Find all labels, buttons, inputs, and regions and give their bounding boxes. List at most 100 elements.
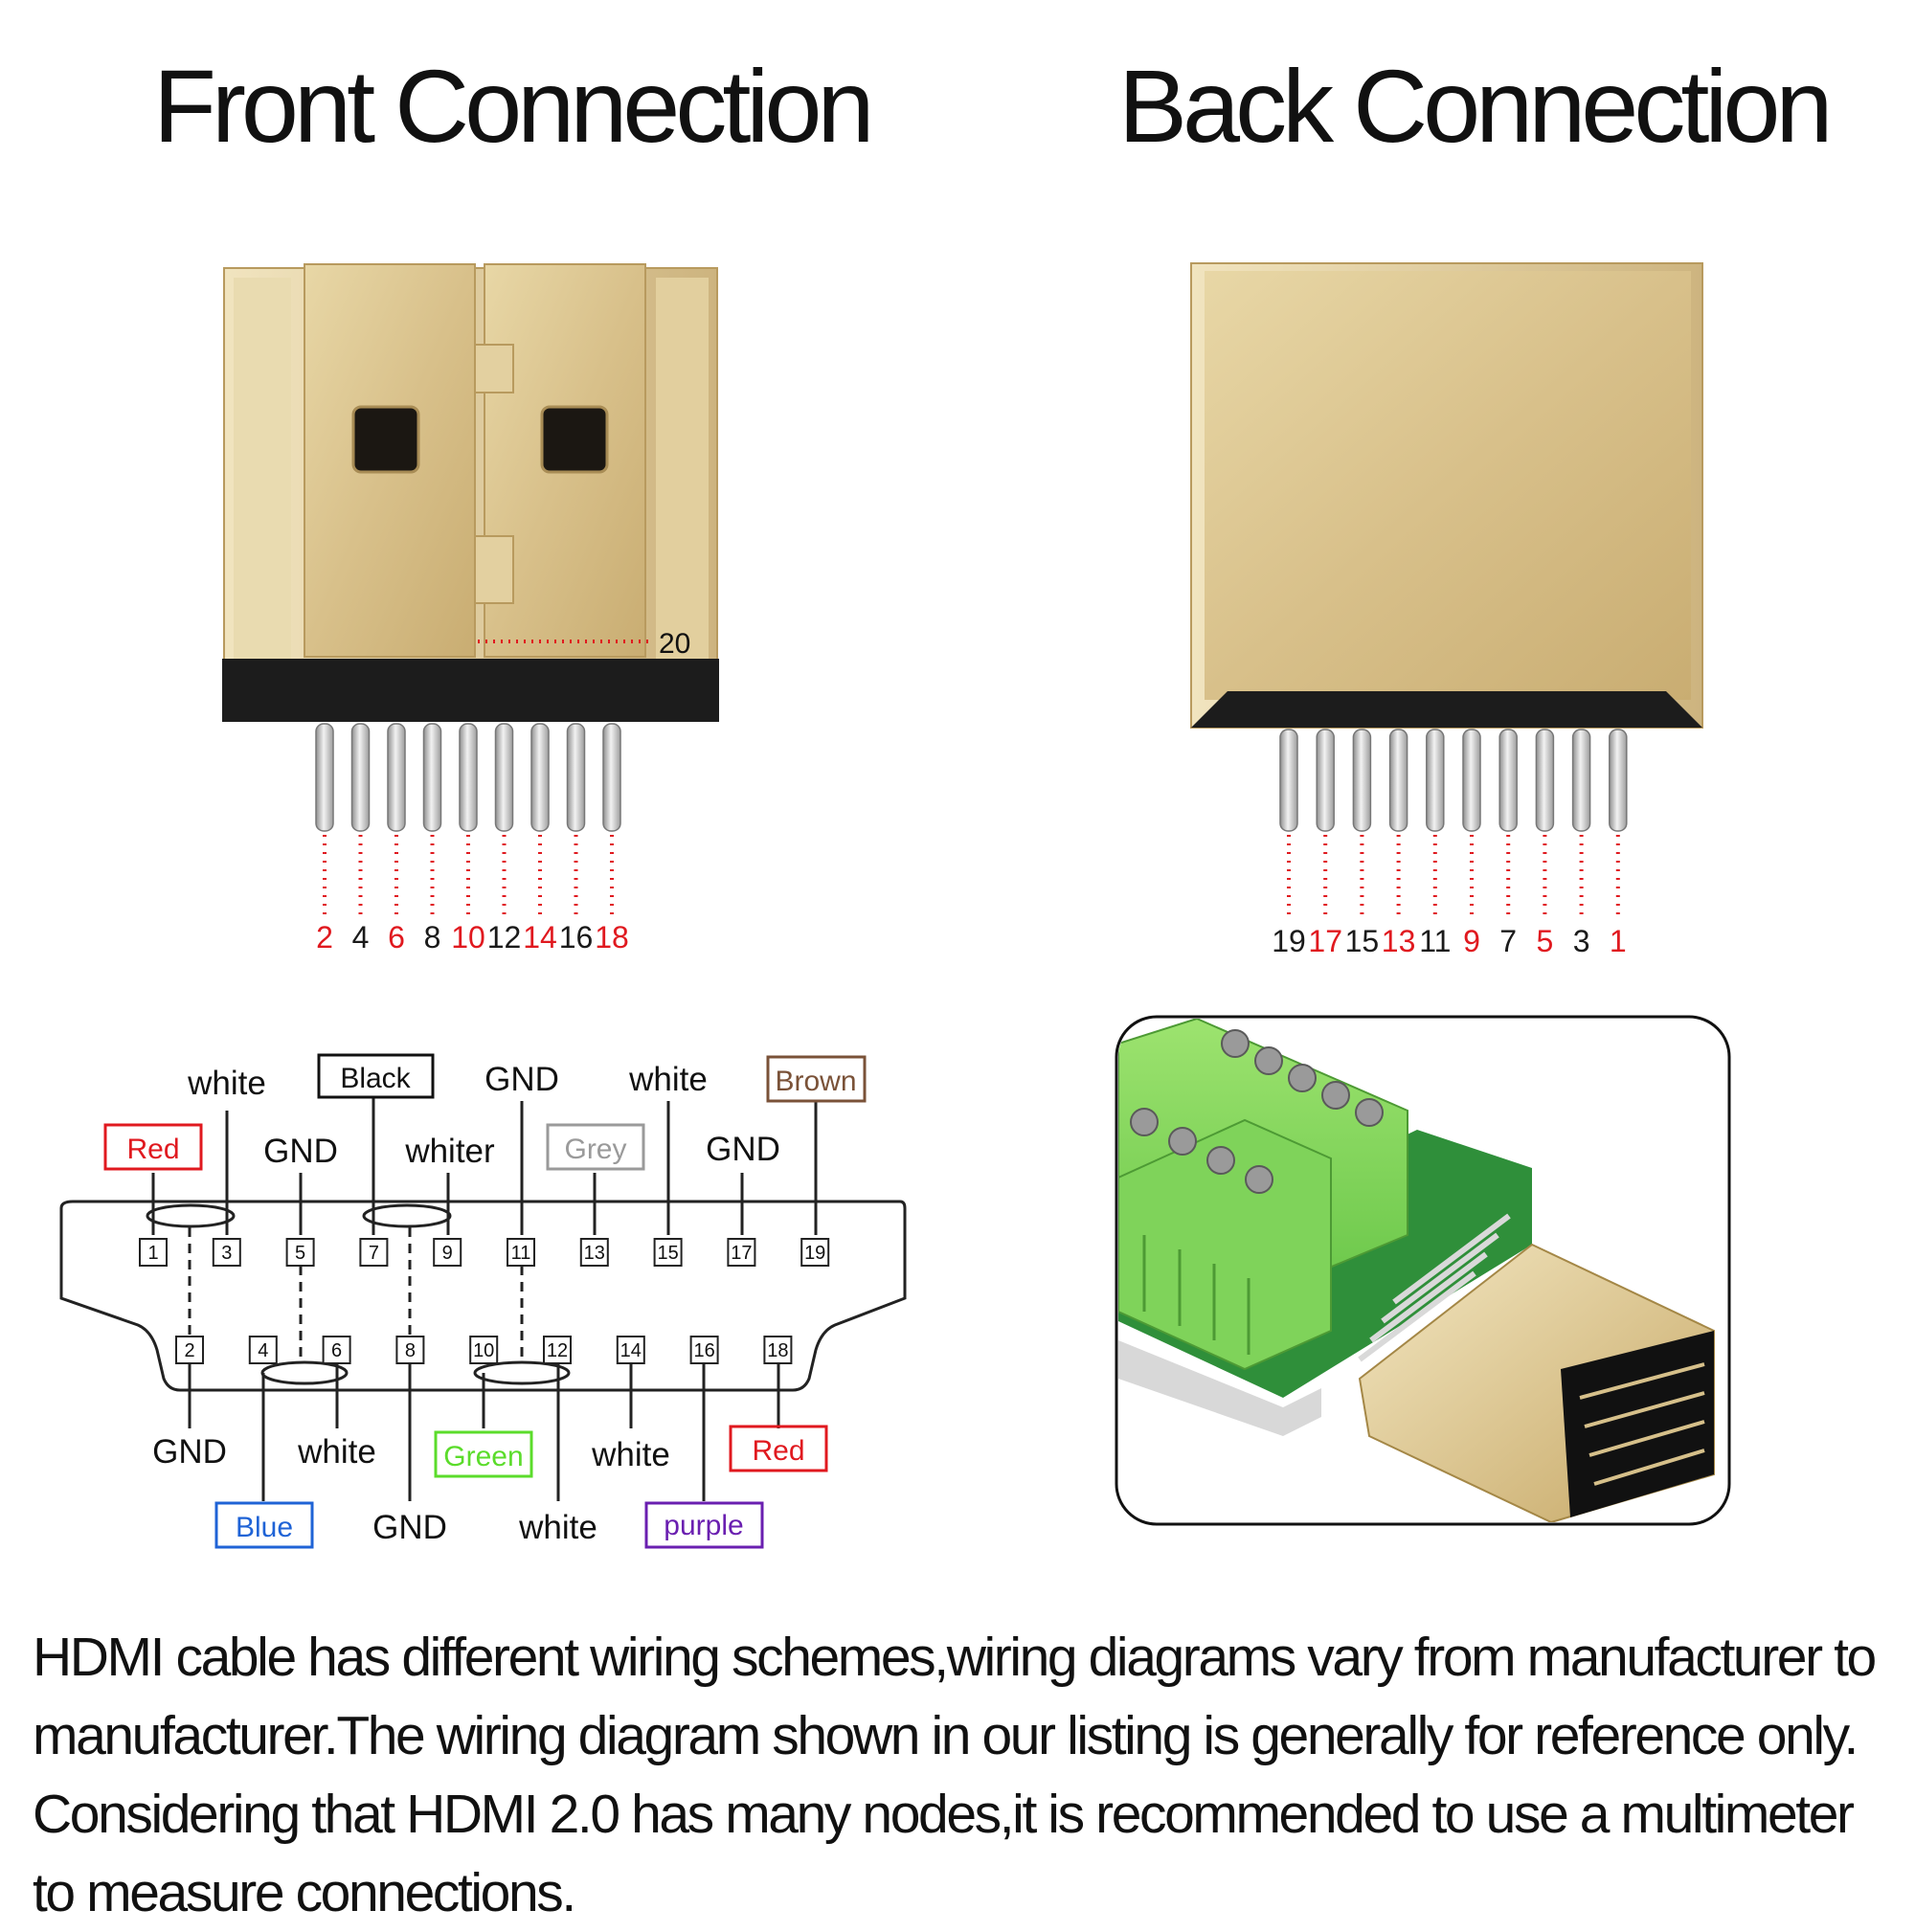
schematic-pin-10: 10 [469, 1336, 499, 1364]
back-pin-label-19: 19 [1272, 924, 1306, 958]
back-pin-5: 5 [1535, 729, 1555, 958]
label-gnd-pin5: GND [263, 1133, 338, 1170]
front-pin-12: 12 [487, 723, 522, 955]
schematic-pin-number-2: 2 [184, 1340, 194, 1361]
back-pin-label-9: 9 [1463, 924, 1480, 958]
back-pin-13: 13 [1382, 729, 1416, 958]
product-photo [1115, 1015, 1731, 1526]
back-pin-label-13: 13 [1382, 924, 1416, 958]
back-pin-17: 17 [1308, 729, 1342, 958]
schematic-pin-3: 3 [212, 1238, 241, 1267]
back-pin-label-11: 11 [1419, 924, 1451, 958]
front-insulator [222, 659, 719, 722]
front-pin-18: 18 [595, 723, 629, 955]
back-pin-label-17: 17 [1308, 924, 1342, 958]
front-pin-label-6: 6 [388, 920, 405, 955]
label-brown-pin19: Brown [775, 1066, 856, 1097]
front-pin-label-16: 16 [559, 920, 594, 955]
label-blue-pin4: Blue [236, 1512, 293, 1543]
front-pin-label-18: 18 [595, 920, 629, 955]
schematic-pin-8: 8 [395, 1336, 425, 1364]
front-pin-6: 6 [387, 723, 406, 955]
schematic-pin-number-3: 3 [221, 1243, 232, 1264]
back-pin-label-3: 3 [1573, 924, 1590, 958]
note-line-3: Considering that HDMI 2.0 has many nodes… [33, 1784, 1855, 1845]
wiring-disclaimer: HDMI cable has different wiring schemes,… [33, 1618, 1890, 1932]
schematic-pin-number-5: 5 [295, 1243, 305, 1264]
hdmi-outline [59, 1200, 907, 1392]
latch-hole-left [351, 405, 420, 474]
back-pin-label-1: 1 [1610, 924, 1627, 958]
back-pin-9: 9 [1462, 729, 1481, 958]
front-pin-10: 10 [451, 723, 485, 955]
back-pin-label-15: 15 [1345, 924, 1380, 958]
front-pin-8: 8 [422, 723, 442, 955]
back-pin-15: 15 [1345, 729, 1380, 958]
schematic-pin-2: 2 [175, 1336, 204, 1364]
schematic-pin-number-16: 16 [693, 1340, 714, 1361]
label-white-pin3: white [187, 1065, 266, 1102]
schematic-pin-number-1: 1 [147, 1243, 158, 1264]
back-connection-title: Back Connection [1118, 48, 1833, 164]
schematic-pin-number-18: 18 [767, 1340, 788, 1361]
schematic-pin-number-13: 13 [584, 1243, 605, 1264]
front-pin-2: 2 [315, 723, 334, 955]
latch-hole-right [540, 405, 609, 474]
front-pin-label-8: 8 [424, 920, 441, 955]
front-pin-label-2: 2 [316, 920, 333, 955]
label-white-pin15: white [628, 1061, 708, 1098]
schematic-pin-number-8: 8 [405, 1340, 416, 1361]
label-purple-pin16: purple [664, 1510, 743, 1541]
schematic-pin-number-19: 19 [804, 1243, 825, 1264]
schematic-pin-4: 4 [248, 1336, 278, 1364]
wiring-schematic [59, 1096, 907, 1501]
label-gnd-pin17: GND [706, 1131, 780, 1168]
schematic-pin-number-4: 4 [258, 1340, 268, 1361]
back-pin-11: 11 [1419, 729, 1451, 958]
schematic-pin-9: 9 [433, 1238, 462, 1267]
front-pin-4: 4 [350, 723, 371, 955]
back-pin-label-7: 7 [1499, 924, 1517, 958]
schematic-pin-number-17: 17 [731, 1243, 752, 1264]
pair-oval-10-12 [473, 1360, 571, 1385]
note-line-2: manufacturer.The wiring diagram shown in… [33, 1705, 1859, 1766]
schematic-pin-12: 12 [543, 1336, 572, 1364]
schematic-pin-number-6: 6 [331, 1340, 342, 1361]
front-pin-16: 16 [559, 723, 594, 955]
back-pin-1: 1 [1609, 729, 1628, 958]
label-white-pin14: white [591, 1436, 670, 1473]
front-pin-label-14: 14 [523, 920, 557, 955]
label-red-pin1: Red [126, 1134, 179, 1165]
schematic-pin-number-9: 9 [442, 1243, 453, 1264]
label-grey-pin13: Grey [564, 1134, 626, 1165]
schematic-pin-11: 11 [507, 1238, 535, 1267]
front-connection-title: Front Connection [153, 48, 874, 164]
schematic-pin-number-7: 7 [369, 1243, 379, 1264]
schematic-pin-15: 15 [653, 1238, 683, 1267]
wire-labels: Red white GND Black whiter GND Grey whit… [103, 1053, 867, 1549]
back-insulator [1191, 691, 1702, 728]
schematic-pin-number-12: 12 [547, 1340, 568, 1361]
label-green-pin10: Green [443, 1441, 523, 1472]
note-line-4: to measure connections. [33, 1862, 576, 1923]
label-red-pin18: Red [752, 1435, 804, 1467]
schematic-pin-19: 19 [800, 1238, 830, 1267]
schematic-pin-14: 14 [616, 1336, 645, 1364]
schematic-pin-5: 5 [285, 1238, 315, 1267]
schematic-pin-7: 7 [359, 1238, 389, 1267]
back-pin-3: 3 [1571, 729, 1591, 958]
front-pin-label-12: 12 [487, 920, 522, 955]
pair-oval-4-6 [260, 1360, 349, 1385]
back-pin-7: 7 [1498, 729, 1518, 958]
back-pin-label-5: 5 [1537, 924, 1554, 958]
front-pin-14: 14 [523, 723, 557, 955]
schematic-pin-6: 6 [322, 1336, 351, 1364]
back-connector [1190, 262, 1703, 729]
front-pin-label-4: 4 [352, 920, 370, 955]
front-connector: 20 [222, 263, 719, 722]
schematic-pin-number-15: 15 [657, 1243, 678, 1264]
schematic-pin-17: 17 [727, 1238, 756, 1267]
